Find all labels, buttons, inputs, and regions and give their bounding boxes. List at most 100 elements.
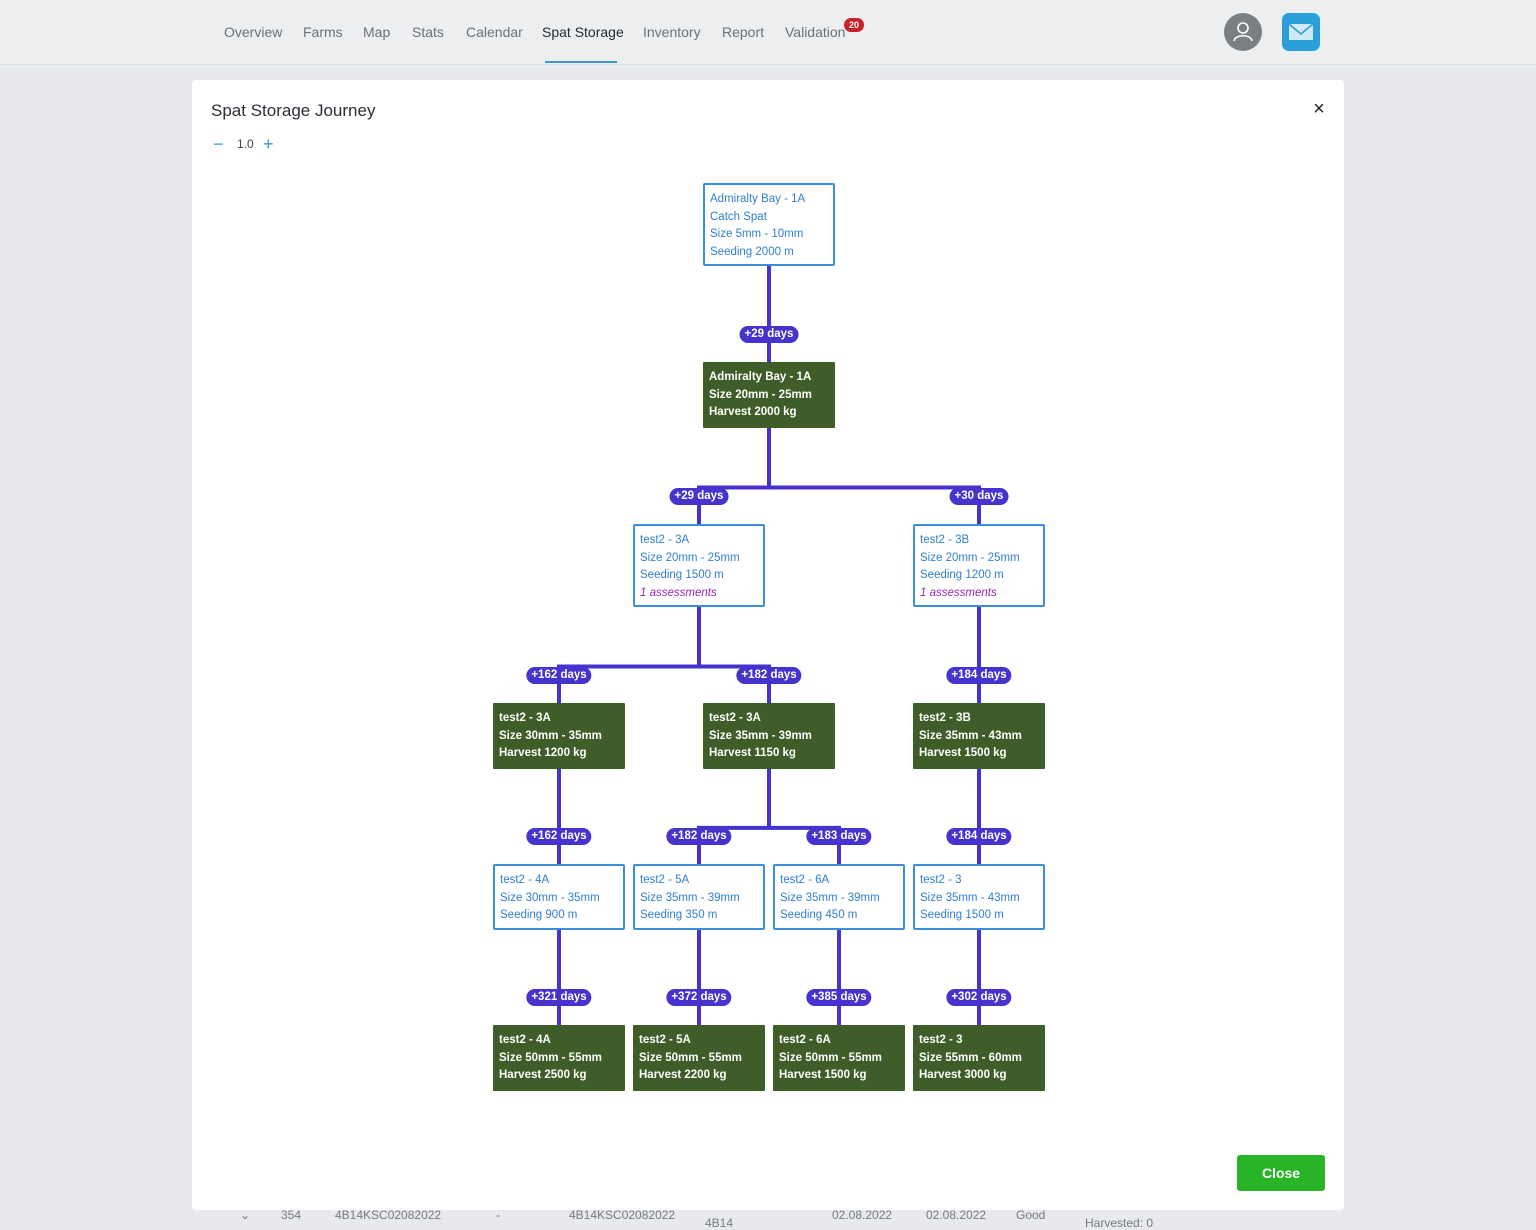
node-line: Harvest 2500 kg [499,1069,587,1081]
node-line: Size 35mm - 39mm [640,891,740,904]
nav-calendar[interactable]: Calendar [466,24,523,40]
close-icon[interactable]: × [1313,98,1325,120]
node-line: Harvest 1150 kg [709,747,796,759]
node-line: test2 - 3A [640,534,690,546]
node-line: Seeding 1500 m [920,909,1004,921]
nav-inventory[interactable]: Inventory [643,24,701,40]
nav-farms[interactable]: Farms [303,24,343,40]
node-line: Catch Spat [710,210,767,223]
duration-badge: +321 days [526,989,592,1006]
zoom-in-button[interactable]: + [263,134,274,154]
zoom-out-button[interactable]: − [213,134,224,154]
messages-button[interactable] [1282,13,1320,51]
node-line: Size 20mm - 25mm [920,551,1020,564]
row-cell: - [496,1208,500,1222]
node-line: Harvest 2200 kg [639,1069,727,1081]
node-line: Seeding 1500 m [640,569,724,581]
node-line: Size 50mm - 55mm [779,1051,882,1064]
node-line: Size 20mm - 25mm [709,388,812,401]
duration-badge: +385 days [806,989,872,1006]
duration-badge: +182 days [736,667,802,684]
duration-badge: +29 days [739,326,799,343]
node-line: test2 - 3B [920,534,970,546]
duration-badge: +162 days [526,828,592,845]
node-line: Size 5mm - 10mm [710,228,804,240]
row-cell: 4B14KSC02082022 [569,1208,676,1222]
zoom-level: 1.0 [237,137,254,151]
node-line: Seeding 450 m [780,909,858,921]
duration-badge: +183 days [806,828,872,845]
nav-overview[interactable]: Overview [224,24,283,40]
nav-validation[interactable]: Validation [785,24,846,40]
duration-badge: +162 days [526,667,592,684]
node-line: Size 55mm - 60mm [919,1051,1022,1064]
mail-icon [1288,23,1314,40]
row-cell: 02.08.2022 [832,1208,893,1222]
node-line: Harvest 2000 kg [709,406,797,418]
assessments-link[interactable]: 1 assessments [920,586,997,599]
nav-report[interactable]: Report [722,24,765,40]
row-cell: 354 [281,1208,302,1222]
node-line: Admiralty Bay - 1A [709,371,812,383]
nav-stats[interactable]: Stats [412,24,444,40]
node-line: test2 - 3A [499,712,551,724]
node-line: Seeding 350 m [640,909,718,921]
row-cell: 4B14KSC02082022 [335,1208,442,1222]
node-line: Admiralty Bay - 1A [710,193,806,205]
node-line: test2 - 4A [500,874,550,886]
node-line: Harvest 1500 kg [779,1069,867,1081]
node-line: test2 - 4A [499,1034,551,1046]
node-line: Size 30mm - 35mm [500,891,600,904]
duration-badge: +29 days [669,488,729,505]
node-line: Seeding 1200 m [920,569,1004,581]
assessments-link[interactable]: 1 assessments [640,586,717,599]
node-line: Size 30mm - 35mm [499,729,602,742]
chevron-down-icon: ⌄ [240,1208,251,1222]
node-line: Seeding 900 m [500,909,578,921]
active-tab-indicator [545,61,617,63]
node-line: test2 - 5A [640,874,690,886]
row-cell: Good [1016,1208,1046,1222]
node-line: Seeding 2000 m [710,245,794,258]
node-line: test2 - 3 [920,874,962,886]
user-icon [1233,22,1253,42]
duration-badge: +30 days [949,488,1009,505]
duration-badge: +372 days [666,989,732,1006]
node-line: test2 - 6A [779,1034,831,1046]
node-line: Harvest 3000 kg [919,1069,1007,1081]
user-avatar[interactable] [1224,13,1262,51]
node-line: Size 50mm - 55mm [639,1051,742,1064]
node-line: Size 35mm - 43mm [919,729,1022,742]
node-line: Harvest 1200 kg [499,747,587,759]
node-line: Size 35mm - 39mm [780,891,880,904]
modal-title: Spat Storage Journey [211,101,376,120]
nav-spat-storage[interactable]: Spat Storage [542,24,624,40]
duration-badge: +182 days [666,828,732,845]
row-cell: Harvested: 0 [1085,1216,1154,1230]
node-line: test2 - 3A [709,712,761,724]
node-line: test2 - 5A [639,1034,691,1046]
spat-storage-journey-modal: Spat Storage Journey × − 1.0 + Admiralty… [192,80,1344,1210]
nav-map[interactable]: Map [363,24,391,40]
close-button[interactable]: Close [1237,1155,1325,1191]
validation-count-badge: 20 [844,18,864,32]
duration-badge: +184 days [946,828,1012,845]
node-line: test2 - 6A [780,874,830,886]
node-line: Size 35mm - 39mm [709,729,812,742]
node-line: test2 - 3 [919,1034,963,1046]
